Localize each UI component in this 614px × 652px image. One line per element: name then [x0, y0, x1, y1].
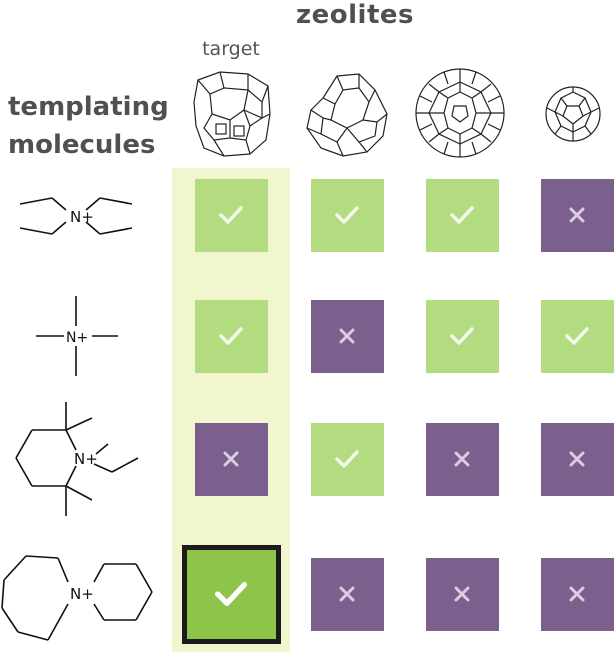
molecule-tetramethylammonium-icon: N+	[36, 296, 118, 376]
no-match-cell-r3-c1	[194, 422, 268, 496]
molecule-tetraethylammonium-icon: N+	[19, 197, 133, 235]
no-match-cell-r1-c4	[540, 178, 614, 252]
cross-icon	[454, 451, 470, 467]
match-cell-r4-c1	[181, 544, 281, 644]
cross-icon	[339, 328, 355, 344]
no-match-cell-r3-c3	[425, 422, 499, 496]
check-icon	[219, 206, 243, 224]
match-cell-r2-c4	[540, 299, 614, 373]
no-match-cell-r4-c3	[425, 557, 499, 631]
zeolite-cage-4-icon	[545, 86, 601, 142]
cross-icon	[223, 451, 239, 467]
molecule-piperidinium-icon: N+	[15, 402, 139, 516]
no-match-cell-r4-c4	[540, 557, 614, 631]
target-zeolite-cage-icon	[193, 71, 271, 157]
match-cell-r1-c2	[310, 178, 384, 252]
check-icon	[335, 450, 359, 468]
cross-icon	[569, 207, 585, 223]
match-cell-r1-c3	[425, 178, 499, 252]
zeolites-title: zeolites	[296, 0, 414, 30]
no-match-cell-r3-c4	[540, 422, 614, 496]
no-match-cell-r2-c2	[310, 299, 384, 373]
cross-icon	[569, 586, 585, 602]
no-match-cell-r4-c2	[310, 557, 384, 631]
cross-icon	[454, 586, 470, 602]
match-cell-r3-c2	[310, 422, 384, 496]
templating-title-line1: templating	[8, 92, 169, 122]
match-cell-r2-c1	[194, 299, 268, 373]
target-label: target	[202, 38, 260, 60]
check-icon	[450, 206, 474, 224]
zeolite-cage-2-icon	[306, 73, 388, 157]
check-icon	[450, 327, 474, 345]
molecule-4-label: N+	[70, 585, 94, 603]
molecule-3-label: N+	[74, 450, 98, 468]
templating-title-line2: molecules	[8, 130, 156, 160]
molecule-spiro-ammonium-icon: N+	[1, 555, 153, 641]
cross-icon	[569, 451, 585, 467]
check-icon	[215, 582, 247, 606]
match-cell-r1-c1	[194, 178, 268, 252]
match-cell-r2-c3	[425, 299, 499, 373]
molecule-2-label: N+	[66, 330, 88, 346]
check-icon	[565, 327, 589, 345]
zeolite-cage-3-icon	[415, 68, 505, 158]
cross-icon	[339, 586, 355, 602]
check-icon	[335, 206, 359, 224]
molecule-1-label: N+	[70, 208, 94, 226]
check-icon	[219, 327, 243, 345]
